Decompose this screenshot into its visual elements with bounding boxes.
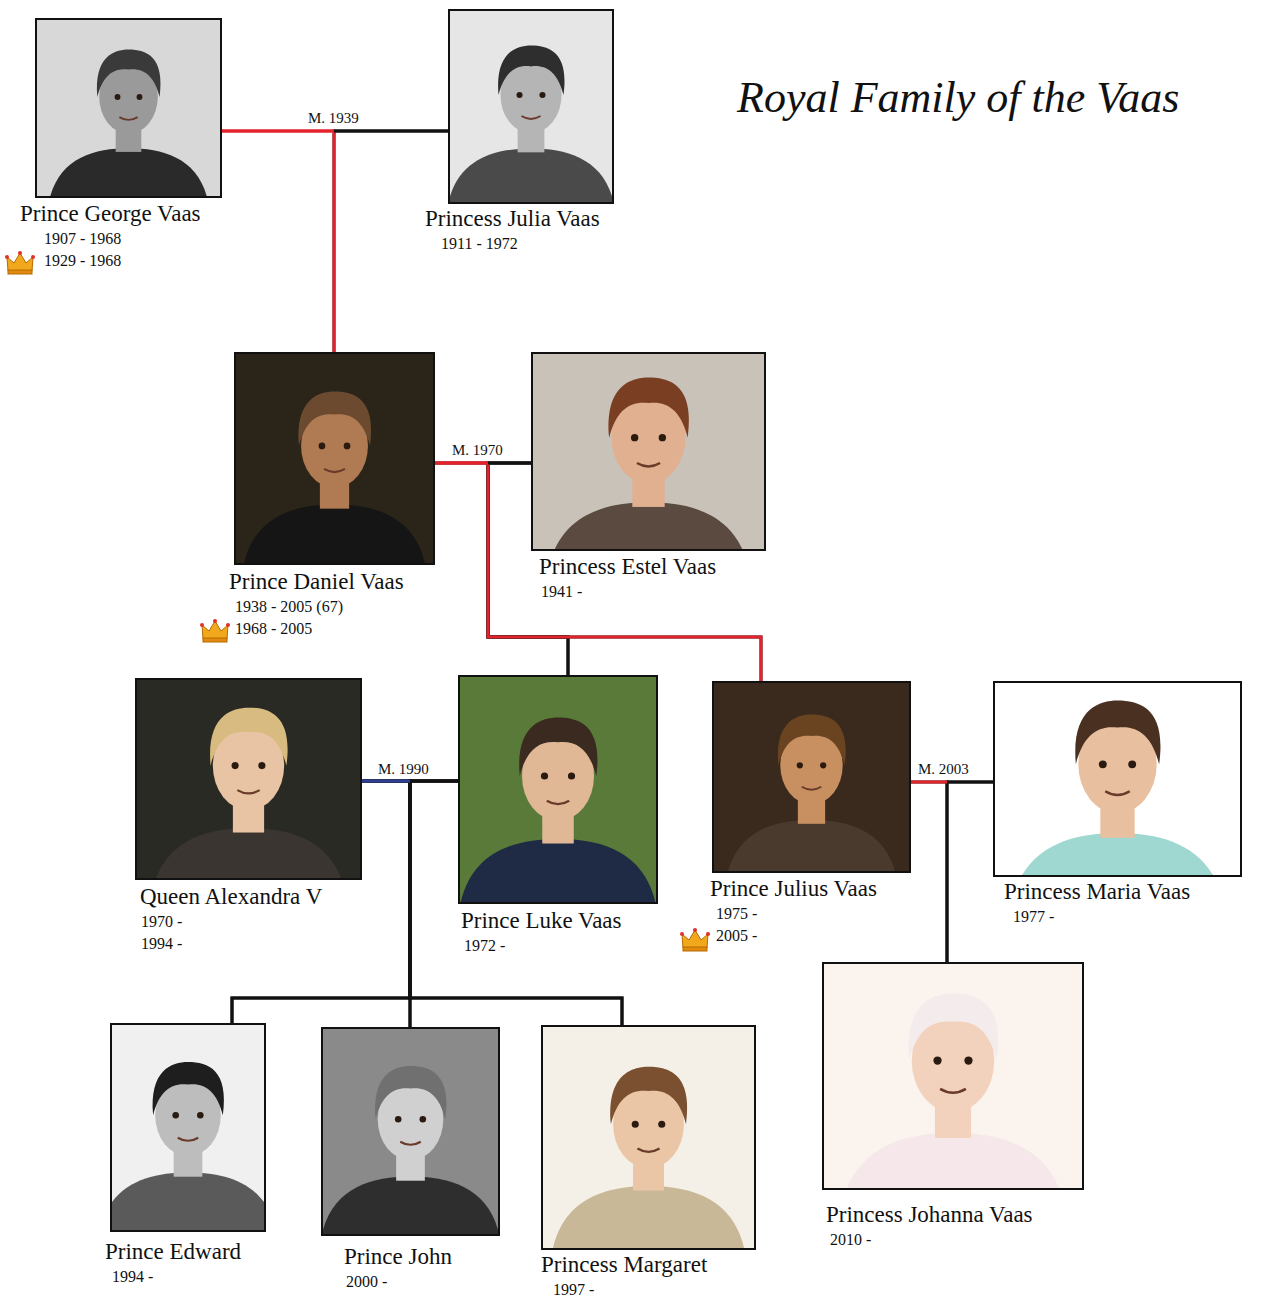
date-range: 2000 - xyxy=(346,1271,387,1293)
date-range: 1972 - xyxy=(464,935,505,957)
person-card: Prince Edward1994 - xyxy=(110,1023,266,1232)
marriage-year: M. 1970 xyxy=(452,441,503,459)
portrait-placeholder xyxy=(37,20,220,196)
descent-line xyxy=(947,782,993,962)
date-range: 1977 - xyxy=(1013,906,1054,928)
person-card: Princess Johanna Vaas2010 - xyxy=(822,962,1084,1190)
date-range: 1911 - 1972 xyxy=(441,233,518,255)
descent-line xyxy=(911,782,947,962)
person-card: Princess Julia Vaas1911 - 1972 xyxy=(448,9,614,204)
portrait-placeholder xyxy=(714,683,909,871)
marriage-line xyxy=(911,782,993,783)
descent-line xyxy=(362,781,410,1027)
photo-frame xyxy=(35,18,222,198)
person-card: Prince John2000 - xyxy=(321,1027,500,1236)
portrait-placeholder xyxy=(450,11,612,202)
portrait-placeholder xyxy=(533,354,764,549)
crown-icon xyxy=(5,250,35,276)
portrait-placeholder xyxy=(460,677,656,902)
photo-frame xyxy=(458,675,658,904)
person-name: Princess Estel Vaas xyxy=(539,554,716,580)
photo-frame xyxy=(712,681,911,873)
portrait-placeholder xyxy=(995,683,1240,875)
date-range: 2005 - xyxy=(716,925,757,947)
person-card: Princess Estel Vaas1941 - xyxy=(531,352,766,551)
person-name: Prince George Vaas xyxy=(20,201,201,227)
portrait-placeholder xyxy=(323,1029,498,1234)
portrait-placeholder xyxy=(137,680,360,878)
person-name: Prince Luke Vaas xyxy=(461,908,622,934)
date-range: 1938 - 2005 (67) xyxy=(235,596,343,618)
person-card: Prince George Vaas1907 - 19681929 - 1968 xyxy=(35,18,222,198)
photo-frame xyxy=(321,1027,500,1236)
date-range: 2010 - xyxy=(830,1229,871,1251)
person-card: Prince Daniel Vaas1938 - 2005 (67)1968 -… xyxy=(234,352,435,565)
person-card: Princess Margaret1997 - xyxy=(541,1025,756,1250)
date-range: 1941 - xyxy=(541,581,582,603)
portrait-placeholder xyxy=(112,1025,264,1230)
photo-frame xyxy=(993,681,1242,877)
person-card: Prince Luke Vaas1972 - xyxy=(458,675,658,904)
date-range: 1970 - xyxy=(141,911,182,933)
photo-frame xyxy=(448,9,614,204)
person-name: Queen Alexandra V xyxy=(140,884,322,910)
photo-frame xyxy=(234,352,435,565)
person-name: Prince John xyxy=(344,1244,452,1270)
photo-frame xyxy=(110,1023,266,1232)
person-name: Prince Edward xyxy=(105,1239,241,1265)
photo-frame xyxy=(531,352,766,551)
marriage-year: M. 1939 xyxy=(308,109,359,127)
person-name: Princess Maria Vaas xyxy=(1004,879,1190,905)
person-name: Princess Julia Vaas xyxy=(425,206,600,232)
date-range: 1968 - 2005 xyxy=(235,618,312,640)
portrait-placeholder xyxy=(543,1027,754,1248)
photo-frame xyxy=(135,678,362,880)
photo-frame xyxy=(822,962,1084,1190)
person-card: Prince Julius Vaas1975 -2005 - xyxy=(712,681,911,873)
crown-icon xyxy=(680,927,710,953)
date-range: 1907 - 1968 xyxy=(44,228,121,250)
marriage-year: M. 1990 xyxy=(378,760,429,778)
date-range: 1994 - xyxy=(112,1266,153,1288)
marriage-line xyxy=(435,463,531,464)
portrait-placeholder xyxy=(824,964,1082,1188)
marriage-line xyxy=(222,131,448,132)
descent-line xyxy=(334,131,448,352)
marriage-year: M. 2003 xyxy=(918,760,969,778)
descent-line xyxy=(410,781,458,1027)
marriage-line xyxy=(362,781,458,782)
diagram-title: Royal Family of the Vaas xyxy=(737,70,1179,126)
descent-line xyxy=(222,131,334,352)
date-range: 1929 - 1968 xyxy=(44,250,121,272)
photo-frame xyxy=(541,1025,756,1250)
date-range: 1975 - xyxy=(716,903,757,925)
person-name: Prince Daniel Vaas xyxy=(229,569,404,595)
person-name: Princess Johanna Vaas xyxy=(826,1202,1033,1228)
portrait-placeholder xyxy=(236,354,433,563)
date-range: 1997 - xyxy=(553,1279,594,1301)
person-card: Queen Alexandra V1970 -1994 - xyxy=(135,678,362,880)
person-name: Princess Margaret xyxy=(541,1252,707,1278)
person-card: Princess Maria Vaas1977 - xyxy=(993,681,1242,877)
crown-icon xyxy=(200,618,230,644)
date-range: 1994 - xyxy=(141,933,182,955)
person-name: Prince Julius Vaas xyxy=(710,876,877,902)
